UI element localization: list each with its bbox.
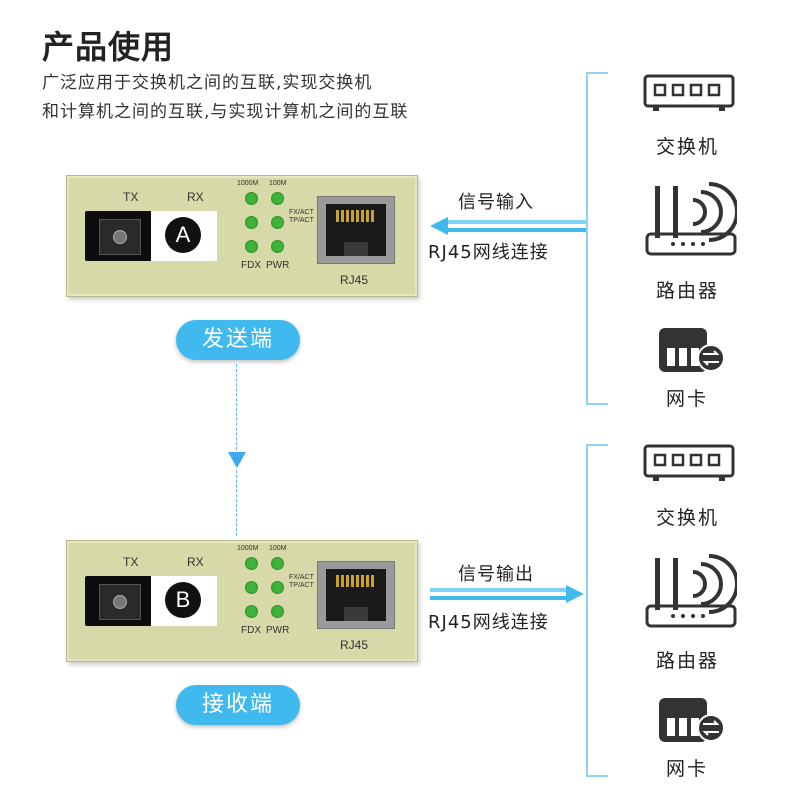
rj45-label: RJ45 bbox=[340, 638, 369, 652]
bracket-group-2 bbox=[586, 444, 588, 776]
link-line-lower bbox=[236, 470, 237, 536]
bracket-bottom-1 bbox=[586, 403, 608, 405]
rx-label: RX bbox=[187, 555, 204, 569]
network-card-icon bbox=[659, 328, 725, 372]
led-100m bbox=[271, 557, 284, 570]
led-label-tpact: TP/ACT bbox=[289, 582, 314, 589]
arrow-right-icon bbox=[430, 585, 584, 603]
led-fx-act bbox=[245, 216, 258, 229]
led-label-fdx: FDX bbox=[241, 625, 261, 636]
led-label-fdx: FDX bbox=[241, 260, 261, 271]
led-label-pwr: PWR bbox=[266, 625, 290, 636]
tx-label: TX bbox=[123, 555, 139, 569]
device-badge: B bbox=[165, 582, 201, 618]
led-1000m bbox=[245, 192, 258, 205]
switch-icon bbox=[643, 74, 735, 111]
description-line-1: 广泛应用于交换机之间的互联,实现交换机 bbox=[42, 73, 373, 93]
led-fdx bbox=[245, 605, 258, 618]
rj45-port bbox=[317, 196, 395, 264]
device-label-switch: 交换机 bbox=[656, 136, 720, 158]
led-label-1000m: 1000M bbox=[237, 180, 259, 187]
bracket-top-2 bbox=[586, 444, 608, 446]
router-icon bbox=[645, 182, 737, 256]
led-label-pwr: PWR bbox=[266, 260, 290, 271]
sender-badge: 发送端 bbox=[176, 320, 300, 360]
fiber-sc-port: B bbox=[85, 576, 217, 626]
led-label-fxact: FX/ACT bbox=[289, 209, 314, 216]
led-100m bbox=[271, 192, 284, 205]
media-converter-b: TX RX B 1000M 100M FX/ACT TP/ACT FDX PWR… bbox=[66, 540, 418, 662]
led-tp-act bbox=[271, 216, 284, 229]
router-icon bbox=[645, 554, 737, 628]
device-label-switch: 交换机 bbox=[656, 507, 720, 529]
network-card-icon bbox=[659, 698, 725, 742]
bracket-bottom-2 bbox=[586, 775, 608, 777]
arrow-left-icon bbox=[430, 217, 588, 235]
led-tp-act bbox=[271, 581, 284, 594]
receiver-badge: 接收端 bbox=[176, 685, 300, 725]
rx-label: RX bbox=[187, 190, 204, 204]
led-label-100m: 100M bbox=[269, 180, 287, 187]
tx-label: TX bbox=[123, 190, 139, 204]
fiber-sc-port: A bbox=[85, 211, 217, 261]
connection-label-b: RJ45网线连接 bbox=[428, 612, 549, 633]
switch-icon bbox=[643, 444, 735, 481]
signal-output-label: 信号输出 bbox=[458, 564, 534, 585]
led-pwr bbox=[271, 240, 284, 253]
rj45-port bbox=[317, 561, 395, 629]
connection-label-a: RJ45网线连接 bbox=[428, 242, 549, 263]
led-label-100m: 100M bbox=[269, 545, 287, 552]
rj45-label: RJ45 bbox=[340, 273, 369, 287]
led-label-fxact: FX/ACT bbox=[289, 574, 314, 581]
link-line-upper bbox=[236, 364, 237, 450]
device-label-nic: 网卡 bbox=[666, 388, 709, 410]
device-badge: A bbox=[165, 217, 201, 253]
media-converter-a: TX RX A 1000M 100M FX/ACT TP/ACT FDX PWR… bbox=[66, 175, 418, 297]
arrow-down-icon bbox=[228, 452, 246, 468]
device-label-router: 路由器 bbox=[656, 650, 720, 672]
led-fdx bbox=[245, 240, 258, 253]
device-label-router: 路由器 bbox=[656, 280, 720, 302]
led-label-tpact: TP/ACT bbox=[289, 217, 314, 224]
bracket-group-1 bbox=[586, 72, 588, 404]
led-fx-act bbox=[245, 581, 258, 594]
led-label-1000m: 1000M bbox=[237, 545, 259, 552]
led-pwr bbox=[271, 605, 284, 618]
bracket-top-1 bbox=[586, 72, 608, 74]
led-1000m bbox=[245, 557, 258, 570]
device-label-nic: 网卡 bbox=[666, 758, 709, 780]
page-title: 产品使用 bbox=[42, 28, 175, 66]
description-line-2: 和计算机之间的互联,与实现计算机之间的互联 bbox=[42, 102, 409, 122]
signal-input-label: 信号输入 bbox=[458, 192, 534, 213]
